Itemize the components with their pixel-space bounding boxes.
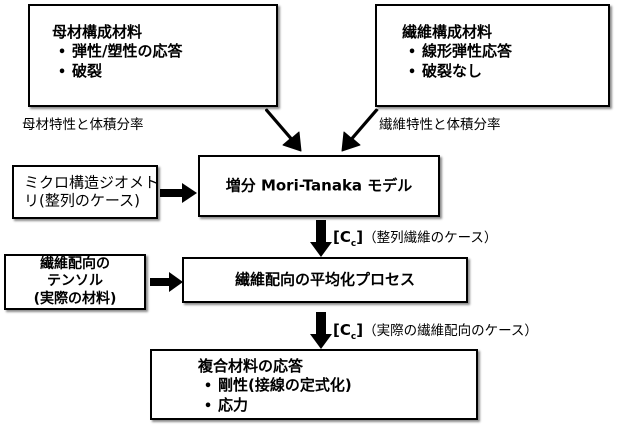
arrow-geometry-to-model	[160, 182, 198, 204]
flow-label-aligned-symbol: [Cc]	[333, 228, 364, 249]
box-fiber-constituent: 繊維構成材料 • 線形弾性応答 • 破裂なし	[375, 4, 610, 107]
arrow-fiber-to-model	[336, 108, 384, 152]
matrix-constituent-bullet-2-label: 破裂	[72, 61, 103, 80]
matrix-constituent-heading: 母材構成材料	[52, 23, 143, 41]
matrix-constituent-bullet-1-label: 弾性/塑性の応答	[72, 42, 183, 61]
box-mori-tanaka-model: 増分 Mori-Tanaka モデル	[198, 155, 440, 217]
flow-label-actual-symbol: [Cc]	[333, 321, 364, 342]
bullet-icon: •	[203, 398, 213, 414]
fiber-constituent-heading: 繊維構成材料	[402, 23, 493, 41]
fiber-orientation-tensor-line-3: (実際の材料)	[33, 290, 117, 307]
matrix-constituent-bullet-2: • 破裂	[52, 62, 276, 82]
flow-label-actual-text: （実際の繊維配向のケース）	[363, 323, 538, 339]
composite-response-bullet-1: • 剛性(接線の定式化)	[198, 376, 476, 396]
arrow-model-to-averaging	[309, 220, 333, 258]
matrix-constituent-bullet-1: • 弾性/塑性の応答	[52, 42, 276, 62]
bullet-icon: •	[203, 379, 213, 395]
composite-response-heading: 複合材料の応答	[198, 357, 304, 375]
bullet-icon: •	[407, 45, 417, 61]
fiber-constituent-bullet-1: • 線形弾性応答	[402, 42, 608, 62]
fiber-constituent-bullet-2: • 破裂なし	[402, 62, 608, 82]
box-composite-response: 複合材料の応答 • 剛性(接線の定式化) • 応力	[150, 349, 478, 420]
microstructure-geometry-line-1: ミクロ構造ジオメト	[24, 173, 160, 192]
composite-response-bullet-1-label: 剛性(接線の定式化)	[218, 376, 352, 395]
fiber-constituent-bullet-2-label: 破裂なし	[422, 61, 483, 80]
caption-fiber-properties: 繊維特性と体積分率	[379, 117, 501, 133]
fiber-orientation-tensor-line-2: テンソル	[47, 273, 103, 290]
bullet-icon: •	[57, 64, 67, 80]
arrow-averaging-to-response	[309, 312, 333, 350]
microstructure-geometry-line-2: リ(整列のケース)	[24, 191, 140, 209]
box-fiber-orientation-tensor: 繊維配向の テンソル (実際の材料)	[4, 254, 146, 310]
flow-label-aligned-text: （整列繊維のケース）	[363, 230, 498, 246]
fiber-orientation-tensor-line-1: 繊維配向の	[40, 255, 110, 272]
mori-tanaka-model-label: 増分 Mori-Tanaka モデル	[225, 176, 413, 195]
box-averaging-process: 繊維配向の平均化プロセス	[182, 257, 468, 303]
averaging-process-label: 繊維配向の平均化プロセス	[234, 270, 415, 289]
flow-label-aligned-fiber-case: [Cc]（整列繊維のケース）	[333, 230, 497, 249]
fiber-constituent-bullet-1-label: 線形弾性応答	[422, 42, 513, 61]
bullet-icon: •	[407, 64, 417, 80]
arrow-matrix-to-model	[265, 108, 313, 152]
box-microstructure-geometry: ミクロ構造ジオメト リ(整列のケース)	[12, 165, 160, 219]
composite-response-bullet-2: • 応力	[198, 396, 476, 416]
flow-label-actual-orientation-case: [Cc]（実際の繊維配向のケース）	[333, 323, 538, 342]
arrow-tensor-to-averaging	[150, 271, 184, 293]
composite-response-bullet-2-label: 応力	[218, 395, 249, 414]
bullet-icon: •	[57, 45, 67, 61]
box-matrix-constituent: 母材構成材料 • 弾性/塑性の応答 • 破裂	[28, 4, 278, 107]
caption-matrix-properties: 母材特性と体積分率	[22, 117, 144, 133]
